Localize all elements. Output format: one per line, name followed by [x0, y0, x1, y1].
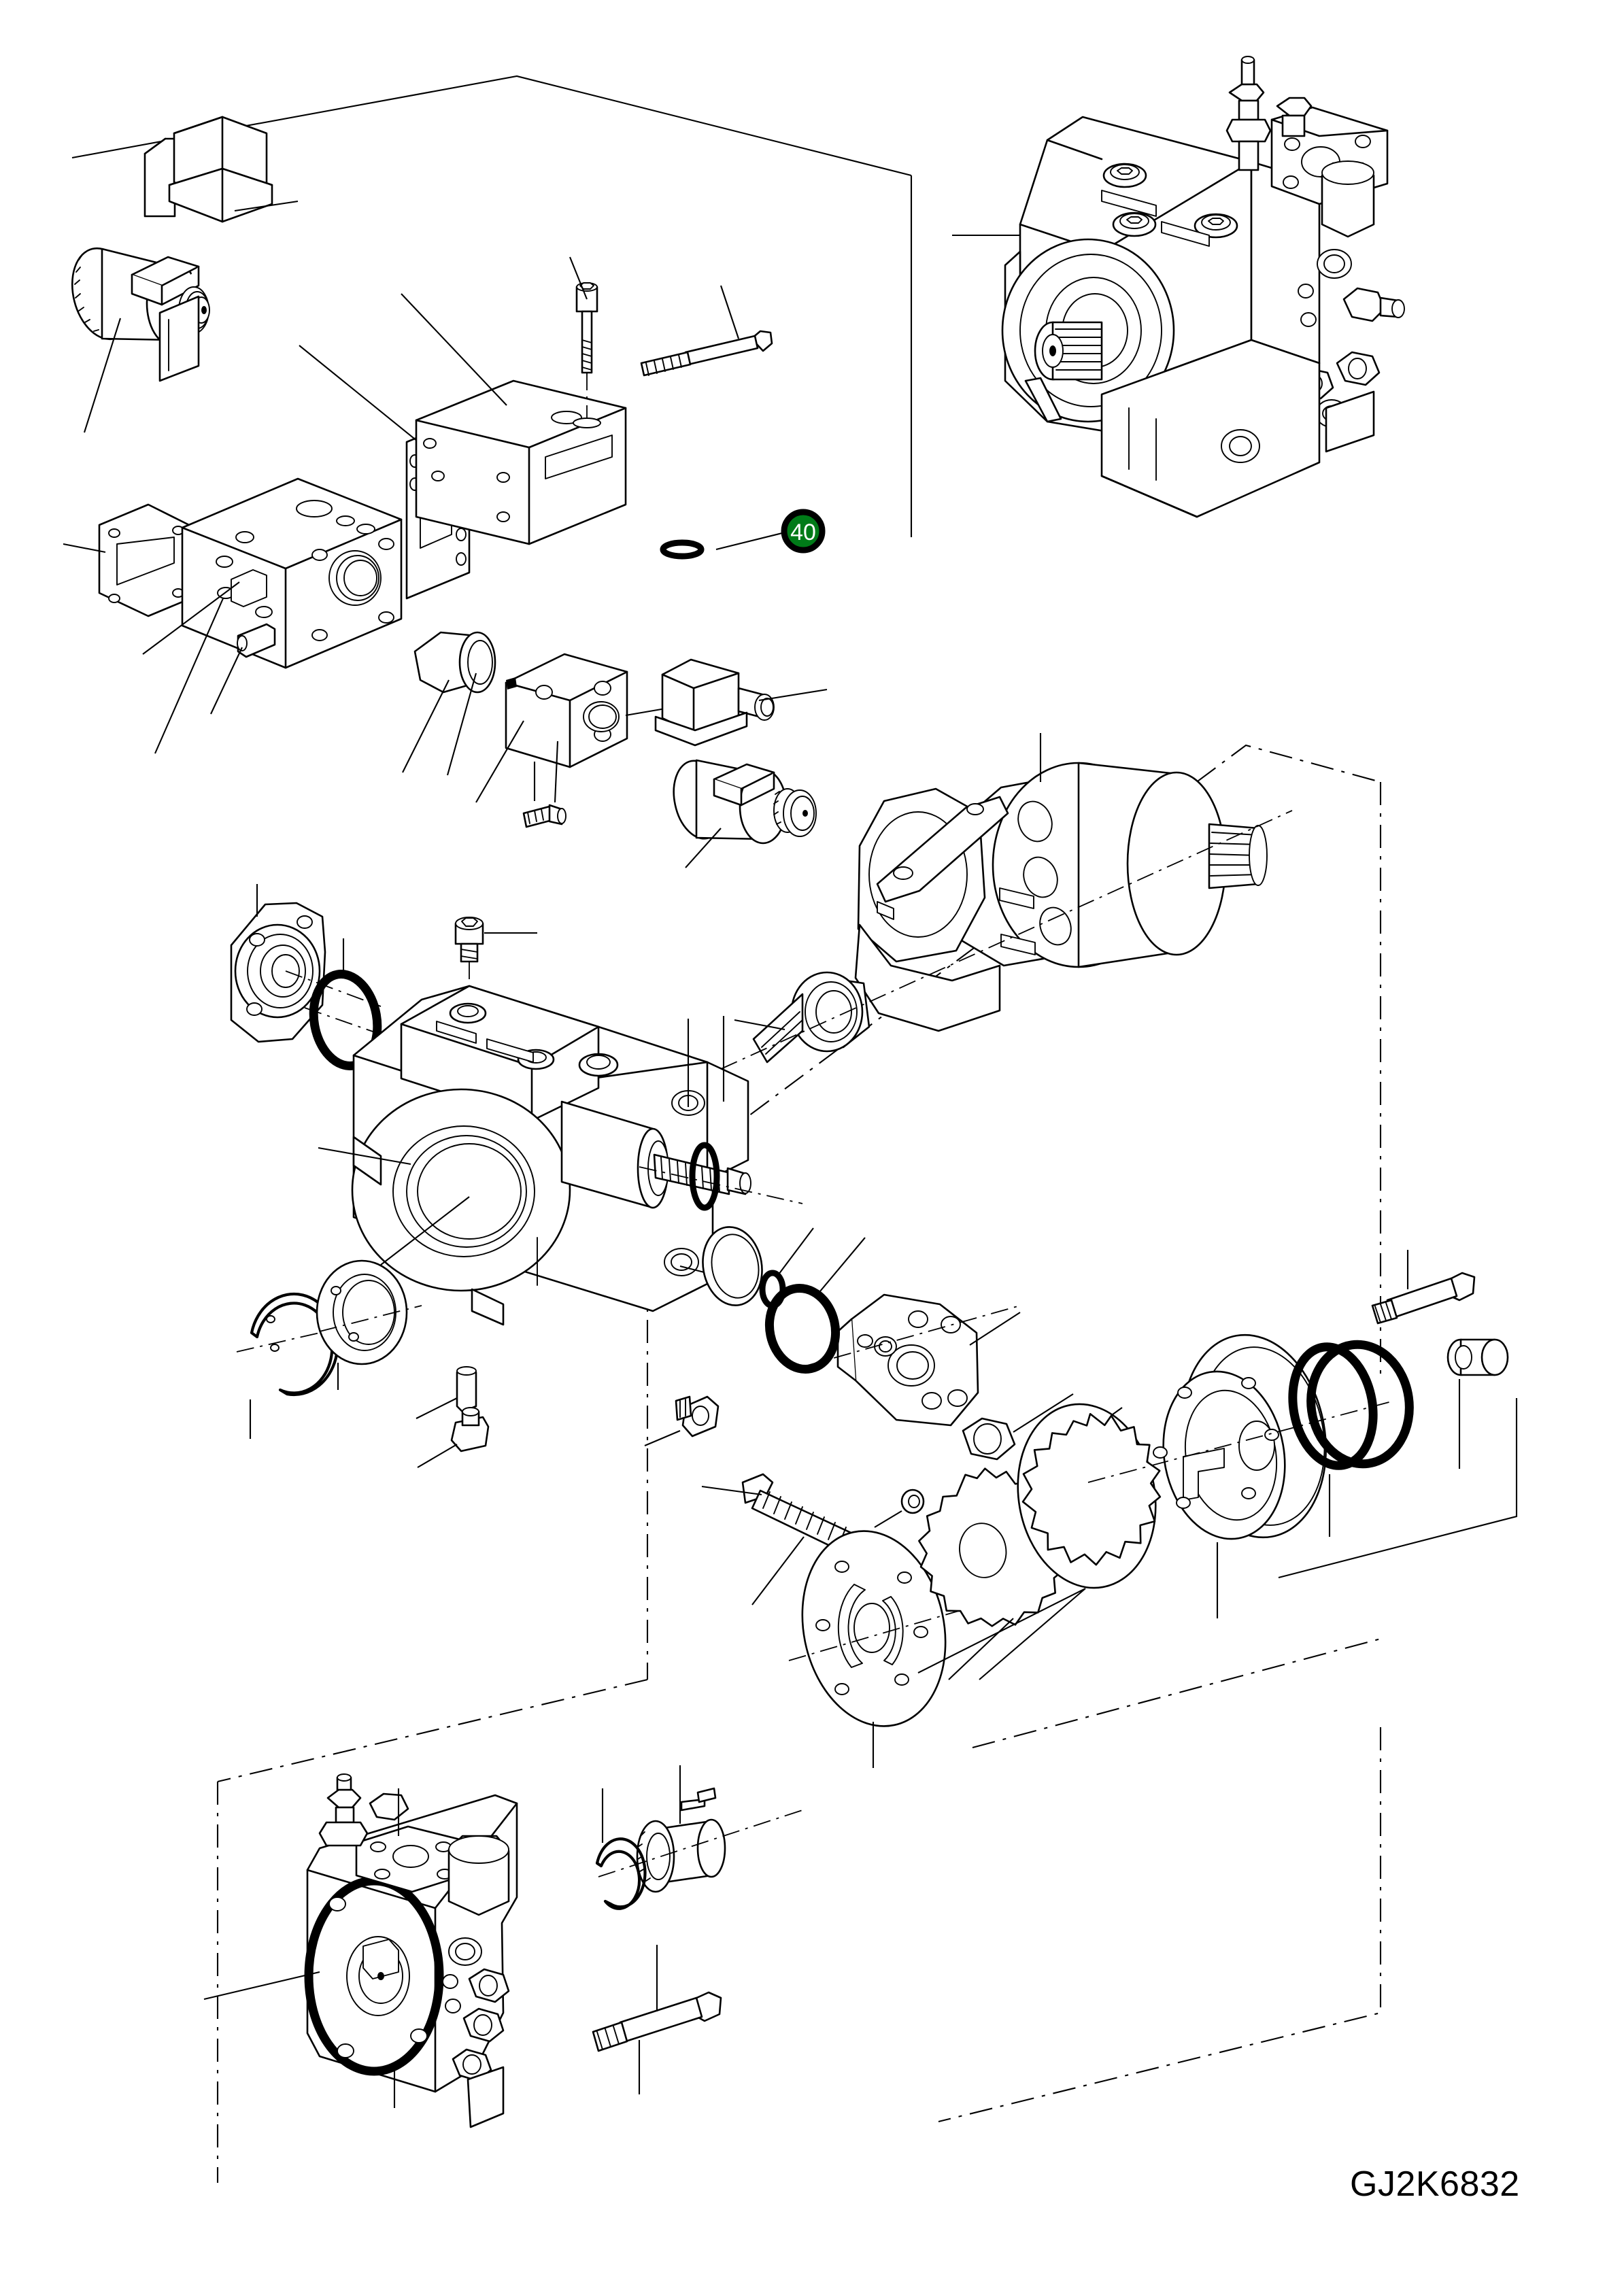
solenoid-coil-connector-2	[654, 658, 828, 747]
valve-mounting-plate-left	[158, 295, 200, 382]
gasket-plate-left	[63, 503, 199, 617]
end-cover-hex-fitting-3	[452, 2048, 492, 2082]
rotating-group-cylinder-block	[720, 733, 1293, 1070]
valve-plate-lower	[475, 653, 674, 803]
end-cover-group	[203, 1765, 803, 2128]
drawing-number: GJ2K6832	[1350, 2164, 1520, 2204]
callout-40-bubble[interactable]	[781, 509, 826, 554]
dowel-pin-housing	[416, 1366, 490, 1468]
end-cover-hex-fitting-2	[462, 2007, 505, 2043]
set-screw-small	[522, 762, 566, 828]
control-piston	[639, 1142, 803, 1211]
callout-40[interactable]: 40	[781, 509, 826, 554]
o-ring-right-big	[1306, 1340, 1414, 1469]
solenoid-valve-cartridge-2	[673, 759, 817, 868]
pump-assembled-group	[952, 56, 1405, 518]
control-valve-block	[142, 477, 403, 754]
port-plate-end-cover	[203, 1773, 518, 2128]
o-ring-control-cover	[702, 1226, 866, 1374]
pump-top-bolts	[1101, 163, 1238, 247]
pump-housing-case	[318, 985, 756, 1326]
o-ring-40	[660, 539, 705, 560]
spacer-bushing	[1447, 1338, 1509, 1469]
hex-bolt-charge	[1371, 1250, 1476, 1325]
solenoid-coil-connector	[143, 116, 299, 223]
solenoid-valve-cartridge	[71, 247, 210, 433]
splined-coupling	[598, 1765, 803, 1893]
control-cover-flange	[802, 1293, 1021, 1427]
gerotor-outer-ring	[917, 1403, 1162, 1680]
bearing-flange-cover	[230, 884, 382, 1043]
shaft-seal	[316, 1259, 422, 1390]
charge-pump-wear-plate	[788, 1530, 966, 1768]
pump-right-hex-fitting	[1342, 287, 1405, 322]
callout-40-number: 40	[790, 520, 816, 545]
dowel-pin	[210, 623, 276, 715]
callout-40-leader	[715, 532, 783, 551]
pump-housing-exploded-group	[216, 733, 1382, 2183]
o-ring-charge-pump	[1288, 1342, 1378, 1537]
seal-cap	[402, 631, 496, 776]
hex-bolt-long	[640, 285, 773, 377]
control-valve-exploded-group	[63, 116, 828, 868]
charge-pump-group	[788, 1250, 1518, 1768]
hex-bolt-end-cover	[592, 1945, 722, 2094]
socket-head-cap-screw-vertical	[569, 256, 601, 428]
pump-right-hex-fitting-2	[1336, 351, 1381, 386]
snap-ring-coupling	[595, 1788, 647, 1910]
end-cover-hex-fitting-1	[468, 1968, 510, 2003]
bracket-leader-right	[1278, 1398, 1518, 1579]
plug-screw	[454, 917, 537, 1006]
pump-test-port-fitting	[1225, 56, 1313, 171]
retaining-ring-circlip	[236, 1292, 339, 1439]
